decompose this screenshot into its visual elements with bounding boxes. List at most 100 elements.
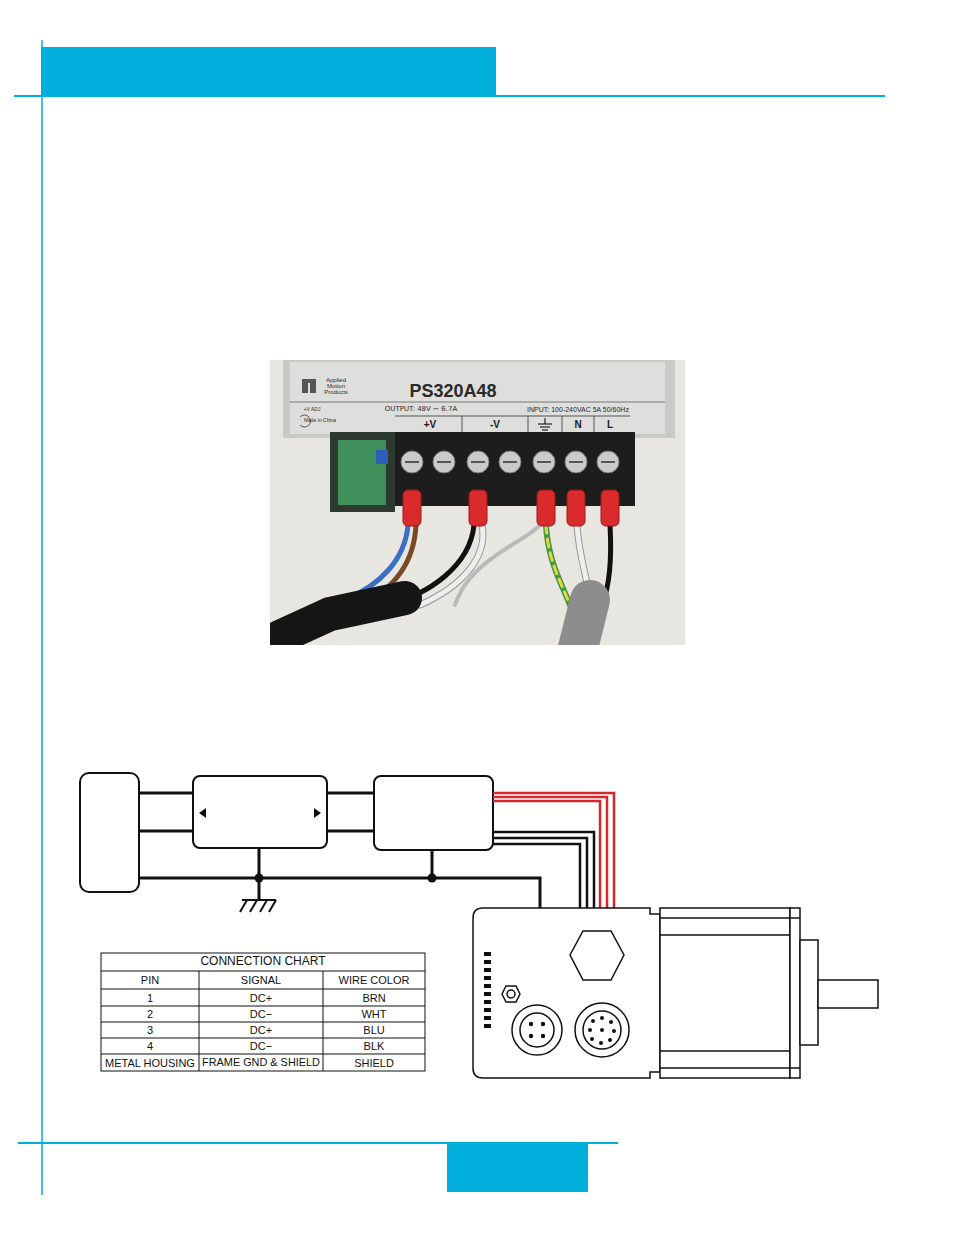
filter-arrows bbox=[314, 808, 321, 818]
table-cell: 4 bbox=[147, 1040, 153, 1052]
io-connector bbox=[529, 1034, 533, 1038]
heat-fins bbox=[484, 984, 491, 988]
ground-symbol bbox=[538, 423, 552, 424]
heat-fins bbox=[484, 952, 491, 1028]
io-connector bbox=[520, 1013, 554, 1047]
table-cell: SHIELD bbox=[354, 1056, 394, 1068]
ground-symbol bbox=[542, 429, 548, 430]
io-connector bbox=[541, 1022, 545, 1026]
connection-chart-grid bbox=[101, 953, 425, 1071]
filter-arrows bbox=[199, 808, 206, 818]
earth-ground-symbol bbox=[240, 900, 247, 912]
terminal-screws bbox=[467, 451, 489, 473]
io-connector bbox=[529, 1022, 545, 1038]
io-connector bbox=[512, 1005, 562, 1055]
adjust-pot bbox=[376, 450, 388, 464]
heat-fins bbox=[484, 1000, 491, 1004]
header-rule bbox=[14, 95, 885, 97]
terminal-label: L bbox=[607, 419, 613, 430]
crimp-terminals bbox=[403, 490, 421, 526]
heat-fins bbox=[484, 976, 491, 980]
label-rule bbox=[290, 402, 665, 403]
terminal-screws bbox=[433, 451, 455, 473]
product-model: PS320A48 bbox=[409, 382, 496, 402]
comm-connector bbox=[600, 1028, 604, 1032]
motor-flange-line bbox=[790, 917, 800, 919]
wires bbox=[420, 525, 483, 605]
ground-symbol bbox=[544, 418, 545, 424]
ac-cable bbox=[575, 600, 590, 645]
ac-source-box bbox=[80, 773, 139, 892]
earth-ground-symbol bbox=[269, 900, 276, 912]
table-cell: 2 bbox=[147, 1008, 153, 1020]
terminal-screws bbox=[569, 461, 583, 463]
comm-connector bbox=[591, 1019, 595, 1023]
terminal-screws bbox=[405, 461, 419, 463]
dc-cable bbox=[270, 598, 405, 645]
junction-dot bbox=[428, 874, 437, 883]
power-supply-photo bbox=[270, 360, 685, 645]
comm-connector bbox=[575, 1003, 629, 1057]
terminal-screws bbox=[565, 451, 587, 473]
terminal-label: +V bbox=[424, 419, 437, 430]
psu-label bbox=[290, 362, 665, 434]
heat-fins bbox=[484, 952, 491, 956]
io-connector bbox=[529, 1022, 533, 1026]
terminal-screws bbox=[437, 461, 451, 463]
motor-flange-line bbox=[790, 1067, 800, 1069]
motor-body-line bbox=[660, 917, 790, 919]
comm-connector bbox=[612, 1029, 616, 1033]
crimp-terminals bbox=[601, 490, 619, 526]
table-cell: 1 bbox=[147, 991, 153, 1003]
terminal-screws bbox=[401, 451, 619, 473]
table-cell: DC− bbox=[250, 1040, 272, 1052]
terminal-dividers bbox=[528, 416, 529, 432]
comm-connector bbox=[583, 1011, 621, 1049]
motor-flange bbox=[790, 908, 800, 1078]
heat-fins bbox=[484, 1024, 491, 1028]
comm-connector bbox=[575, 1003, 629, 1057]
connection-chart-grid bbox=[199, 971, 200, 1071]
crimp-terminals bbox=[469, 490, 487, 526]
terminal-screws bbox=[467, 451, 489, 473]
table-cell: BRN bbox=[362, 991, 385, 1003]
table-cell: DC+ bbox=[250, 991, 272, 1003]
output-rating: OUTPUT: 48V ⎓ 6.7A bbox=[385, 406, 457, 414]
terminal-dividers bbox=[462, 416, 594, 432]
crimp-terminals bbox=[537, 490, 555, 526]
terminal-screws bbox=[401, 451, 423, 473]
io-connector bbox=[541, 1034, 545, 1038]
power-supply-box bbox=[374, 776, 493, 850]
margin-rule bbox=[41, 40, 43, 1195]
heat-fins bbox=[484, 960, 491, 964]
heat-fins bbox=[484, 968, 491, 972]
filter-box bbox=[193, 776, 327, 848]
comm-connector bbox=[609, 1020, 613, 1024]
connection-chart-grid bbox=[101, 953, 425, 1071]
motor-body-line bbox=[660, 1050, 790, 1052]
adjust-label: +V ADJ bbox=[304, 407, 321, 413]
logo bbox=[302, 379, 316, 383]
origin-note: Made in China bbox=[304, 418, 336, 424]
earth-ground-symbol bbox=[260, 900, 267, 912]
ground-nut bbox=[502, 986, 520, 1002]
junction-dot bbox=[255, 874, 264, 883]
terminal-label-rule bbox=[395, 416, 630, 417]
terminal-dividers bbox=[462, 416, 463, 432]
heat-fins bbox=[484, 1016, 491, 1020]
terminal-block bbox=[395, 432, 635, 506]
table-title: CONNECTION CHART bbox=[200, 955, 325, 968]
drive-housing bbox=[473, 908, 660, 1078]
connection-chart-grid bbox=[323, 971, 324, 1071]
crimp-terminals bbox=[403, 490, 619, 526]
input-rating: INPUT: 100-240VAC 5A 50/60Hz bbox=[527, 406, 629, 414]
wires bbox=[455, 525, 540, 605]
terminal-screws bbox=[601, 461, 615, 463]
comm-connector bbox=[590, 1037, 594, 1041]
connection-chart-grid bbox=[101, 1006, 425, 1007]
terminal-dividers bbox=[562, 416, 563, 432]
comm-connector bbox=[599, 1041, 603, 1045]
earth-ground-symbol bbox=[240, 900, 276, 912]
